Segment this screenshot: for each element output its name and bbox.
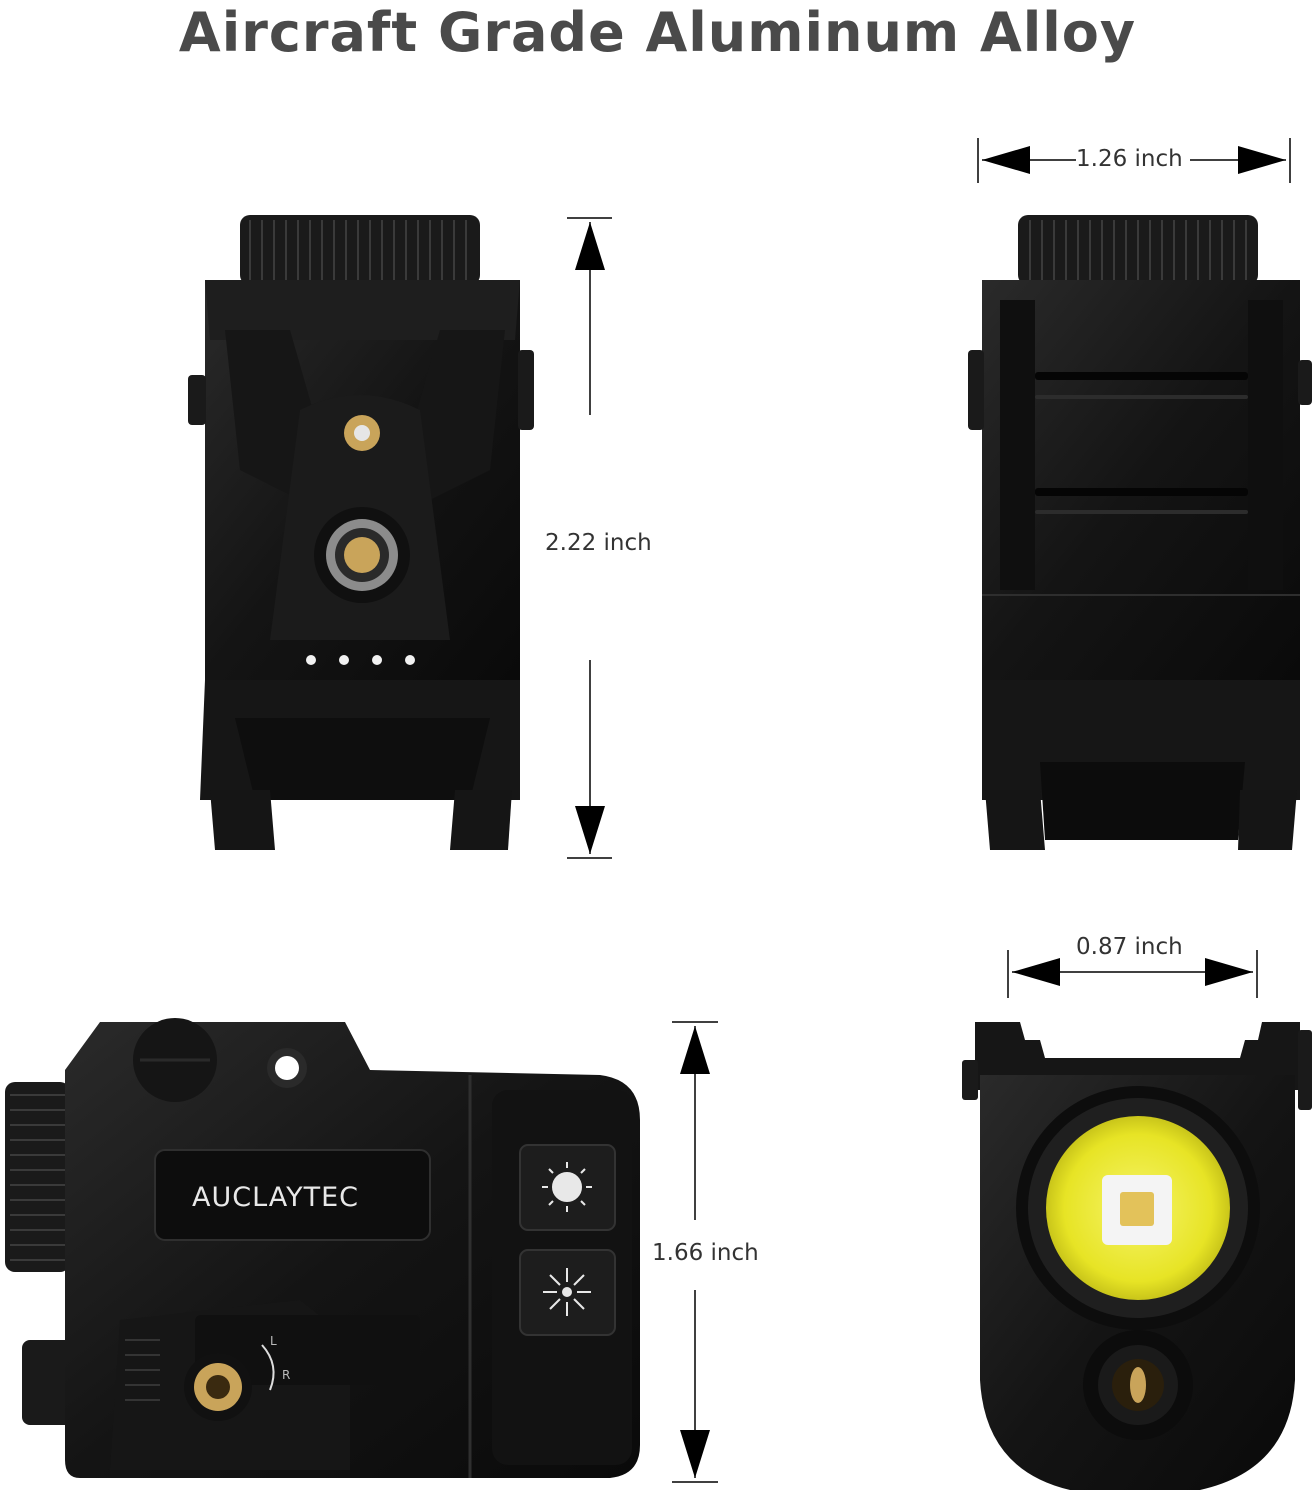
page-title: Aircraft Grade Aluminum Alloy — [178, 1, 1137, 64]
depth-dimension-line — [1007, 950, 1258, 998]
brand-side-view — [5, 1018, 640, 1478]
sun-icon — [542, 1162, 592, 1212]
height-dimension-label: 2.22 inch — [545, 530, 652, 556]
laser-left-mark: L — [270, 1334, 277, 1348]
rear-view — [188, 215, 534, 850]
front-view — [962, 1022, 1312, 1490]
width-dimension-label: 1.26 inch — [1076, 146, 1183, 172]
height-dimension-line — [567, 217, 612, 859]
side-view — [968, 215, 1312, 850]
laser-icon — [543, 1268, 591, 1316]
brand-logo-text: AUCLAYTEC — [192, 1182, 360, 1213]
length-dimension-line — [672, 1021, 718, 1483]
laser-right-mark: R — [282, 1368, 291, 1382]
depth-dimension-label: 0.87 inch — [1076, 934, 1183, 960]
length-dimension-label: 1.66 inch — [652, 1240, 759, 1266]
width-dimension-line — [977, 138, 1291, 183]
